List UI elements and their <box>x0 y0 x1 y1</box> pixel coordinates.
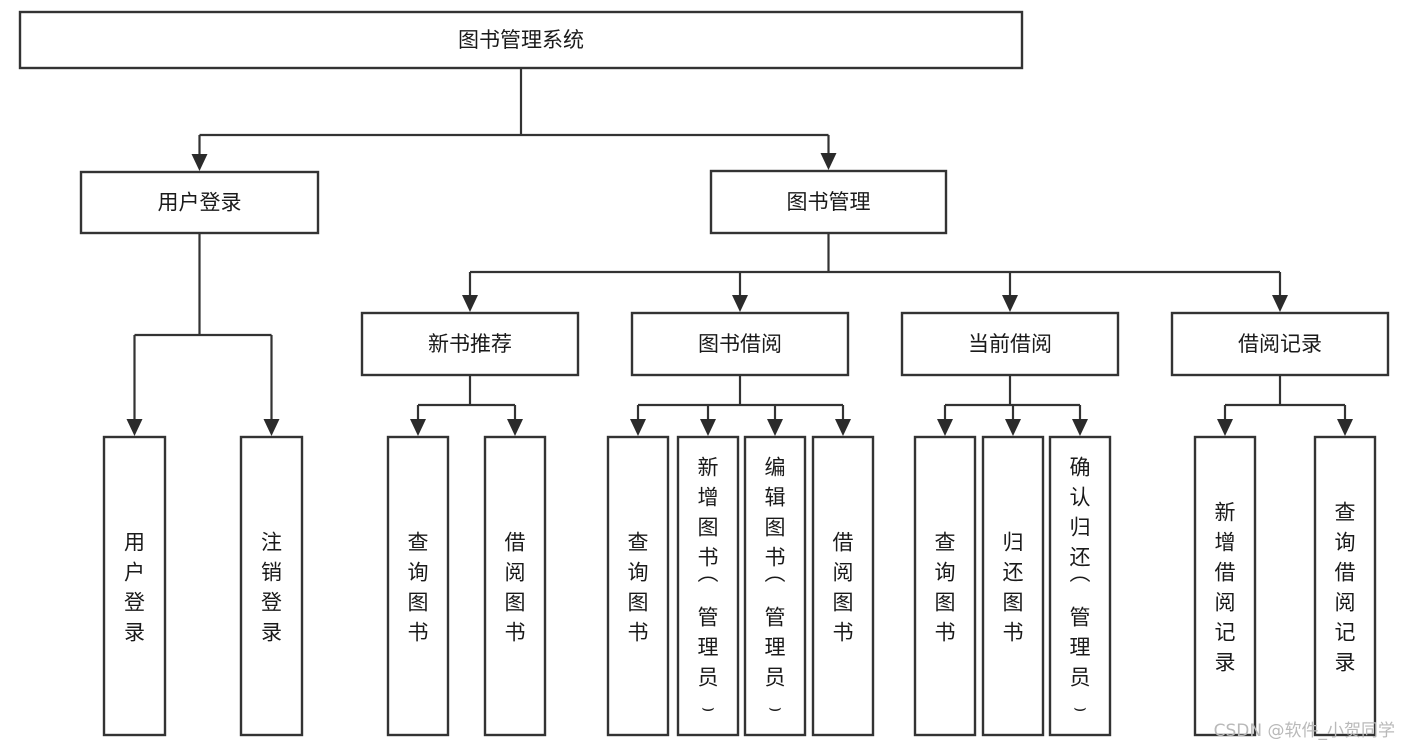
node-leaf-查询图书[interactable]: 查询图书 <box>606 435 670 737</box>
node-label: 查询图书 <box>628 530 649 644</box>
node-level2-用户登录[interactable]: 用户登录 <box>79 170 320 235</box>
arrow-head-icon <box>630 419 646 436</box>
node-label: 查询图书 <box>935 530 956 644</box>
node-label: 用户登录 <box>158 191 242 215</box>
node-box[interactable] <box>606 435 670 737</box>
node-label: 归还图书 <box>1003 530 1024 644</box>
node-label: 新增图书⌒管理员⌣ <box>698 455 719 719</box>
node-box[interactable] <box>1193 435 1257 737</box>
node-box[interactable] <box>811 435 875 737</box>
node-box[interactable] <box>239 435 304 737</box>
node-leaf-用户登录[interactable]: 用户登录 <box>102 435 167 737</box>
node-leaf-确认归还管理员[interactable]: 确认归还⌒管理员⌣ <box>1048 435 1112 737</box>
node-leaf-借阅图书[interactable]: 借阅图书 <box>483 435 547 737</box>
csdn-watermark: CSDN @软件_小贺同学 <box>1213 721 1395 741</box>
node-root-图书管理系统[interactable]: 图书管理系统 <box>18 10 1024 70</box>
node-box[interactable] <box>483 435 547 737</box>
node-label: 图书借阅 <box>698 332 782 356</box>
node-box[interactable] <box>1313 435 1377 737</box>
node-leaf-查询借阅记录[interactable]: 查询借阅记录 <box>1313 435 1377 737</box>
node-label: 编辑图书⌒管理员⌣ <box>765 455 786 719</box>
node-box[interactable] <box>386 435 450 737</box>
node-box[interactable] <box>743 435 807 737</box>
arrow-head-icon <box>191 154 208 171</box>
node-label: 确认归还⌒管理员⌣ <box>1070 455 1091 719</box>
node-label: 新增借阅记录 <box>1215 500 1236 674</box>
node-label: 图书管理 <box>787 190 871 214</box>
node-label: 借阅图书 <box>833 530 854 644</box>
node-label: 查询借阅记录 <box>1335 500 1356 674</box>
node-layer: 图书管理系统用户登录图书管理新书推荐图书借阅当前借阅借阅记录用户登录注销登录查询… <box>18 10 1390 737</box>
node-box[interactable] <box>913 435 977 737</box>
connector-layer <box>126 68 1353 436</box>
node-label: 用户登录 <box>124 530 145 644</box>
node-level3-当前借阅[interactable]: 当前借阅 <box>900 311 1120 377</box>
node-box[interactable] <box>709 169 948 235</box>
arrow-head-icon <box>263 419 280 436</box>
node-leaf-编辑图书管理员[interactable]: 编辑图书⌒管理员⌣ <box>743 435 807 737</box>
node-label: 新书推荐 <box>428 332 512 356</box>
arrow-head-icon <box>835 419 851 436</box>
arrow-head-icon <box>820 153 837 170</box>
node-box[interactable] <box>981 435 1045 737</box>
node-leaf-借阅图书[interactable]: 借阅图书 <box>811 435 875 737</box>
arrow-head-icon <box>1337 419 1353 436</box>
node-label: 图书管理系统 <box>458 28 584 52</box>
node-box[interactable] <box>676 435 740 737</box>
arrow-head-icon <box>1002 295 1018 312</box>
node-leaf-查询图书[interactable]: 查询图书 <box>913 435 977 737</box>
node-label: 查询图书 <box>408 530 429 644</box>
arrow-head-icon <box>1217 419 1233 436</box>
arrow-head-icon <box>1072 419 1088 436</box>
node-level3-新书推荐[interactable]: 新书推荐 <box>360 311 580 377</box>
node-label: 注销登录 <box>261 530 282 644</box>
node-leaf-查询图书[interactable]: 查询图书 <box>386 435 450 737</box>
node-box[interactable] <box>18 10 1024 70</box>
node-box[interactable] <box>1170 311 1390 377</box>
node-box[interactable] <box>360 311 580 377</box>
arrow-head-icon <box>462 295 478 312</box>
node-label: 借阅记录 <box>1238 332 1322 356</box>
node-box[interactable] <box>630 311 850 377</box>
node-level2-图书管理[interactable]: 图书管理 <box>709 169 948 235</box>
node-leaf-归还图书[interactable]: 归还图书 <box>981 435 1045 737</box>
node-box[interactable] <box>79 170 320 235</box>
node-box[interactable] <box>900 311 1120 377</box>
node-box[interactable] <box>1048 435 1112 737</box>
arrow-head-icon <box>732 295 748 312</box>
arrow-head-icon <box>700 419 716 436</box>
arrow-head-icon <box>410 419 426 436</box>
arrow-head-icon <box>937 419 953 436</box>
node-box[interactable] <box>102 435 167 737</box>
node-label: 借阅图书 <box>505 530 526 644</box>
node-label: 当前借阅 <box>968 332 1052 356</box>
arrow-head-icon <box>1272 295 1288 312</box>
node-level3-图书借阅[interactable]: 图书借阅 <box>630 311 850 377</box>
arrow-head-icon <box>507 419 523 436</box>
arrow-head-icon <box>767 419 783 436</box>
node-level3-借阅记录[interactable]: 借阅记录 <box>1170 311 1390 377</box>
arrow-head-icon <box>126 419 143 436</box>
arrow-head-icon <box>1005 419 1021 436</box>
node-leaf-注销登录[interactable]: 注销登录 <box>239 435 304 737</box>
node-leaf-新增图书管理员[interactable]: 新增图书⌒管理员⌣ <box>676 435 740 737</box>
node-leaf-新增借阅记录[interactable]: 新增借阅记录 <box>1193 435 1257 737</box>
